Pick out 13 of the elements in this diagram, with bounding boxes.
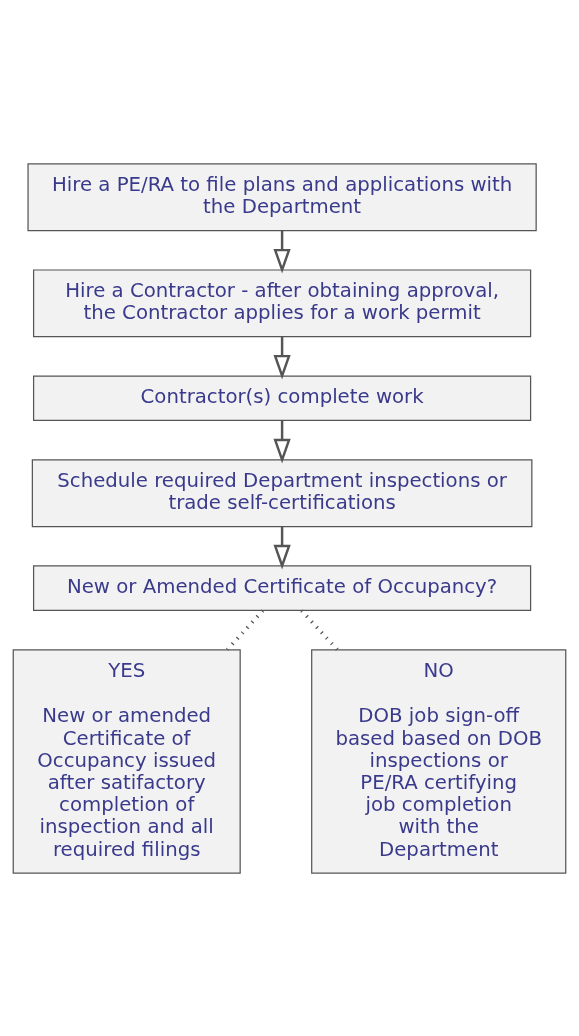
node-box: NO DOB job sign-off based based on DOB inspections or PE/RA certifying job completion with the Department xyxy=(311,648,567,874)
arrow xyxy=(273,336,291,380)
node-box: Schedule required Department inspections or trade self-certifications xyxy=(31,458,533,527)
node-box: Contractor(s) complete work xyxy=(33,374,532,421)
arrow xyxy=(273,420,291,464)
connector xyxy=(225,608,265,651)
arrow xyxy=(273,526,291,569)
connector xyxy=(300,608,339,651)
node-box: YES New or amended Certificate of Occupancy issued after satifactory completion of inspection and all required filings xyxy=(12,648,241,874)
node-box: New or Amended Certificate of Occupancy? xyxy=(33,564,532,611)
node-box: Hire a Contractor - after obtaining approval, the Contractor applies for a work permit xyxy=(33,268,532,337)
arrow xyxy=(273,230,291,274)
node-box: Hire a PE/RA to file plans and applications with the Department xyxy=(27,162,537,231)
